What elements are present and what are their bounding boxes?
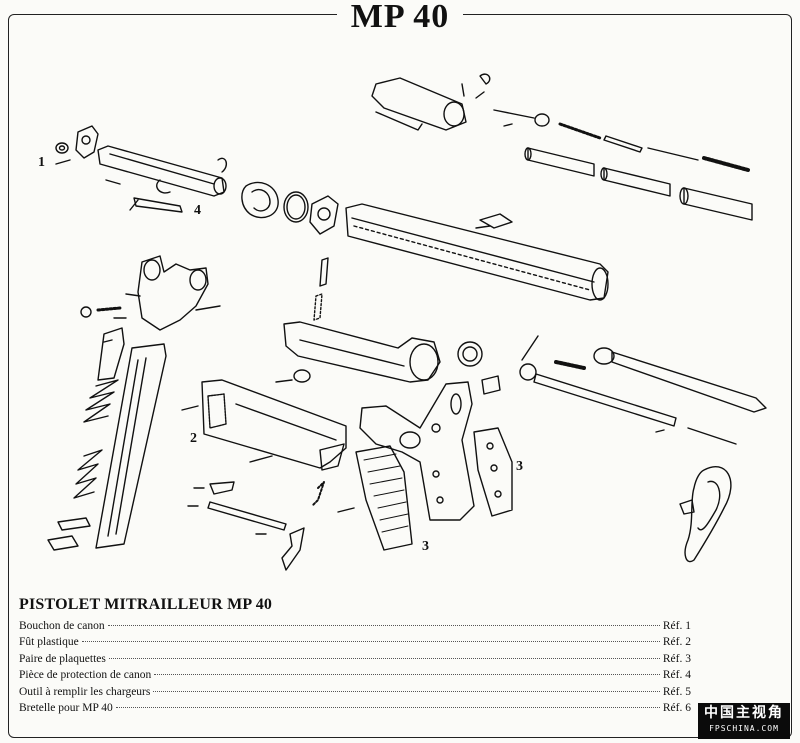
grip-panel-right-part: [473, 427, 513, 517]
magazine-loader-part: [97, 327, 125, 381]
legend-row: Pièce de protection de canon Réf. 4: [19, 669, 691, 685]
legend-ref: Réf. 4: [662, 669, 691, 682]
trigger-housing-part: [283, 257, 441, 383]
barrel-cap-part: [55, 125, 99, 165]
legend-ref: Réf. 1: [662, 620, 691, 632]
legend-row: Fût plastique Réf. 2: [19, 636, 691, 652]
callout-4: 4: [194, 203, 201, 218]
callout-2: 2: [190, 431, 197, 446]
magazine-spring-part: [47, 379, 119, 551]
grip-frame-part: [359, 381, 475, 521]
trigger-part: [187, 481, 325, 571]
magazine-housing-part: [125, 255, 221, 331]
legend-ref: Réf. 6: [662, 701, 691, 714]
legend-part: Bouchon de canon: [19, 620, 105, 632]
legend-ref: Réf. 3: [662, 652, 691, 665]
dot-leader: [107, 625, 660, 626]
dot-leader: [115, 706, 660, 708]
front-ring-part: [241, 181, 339, 235]
dot-leader: [153, 690, 660, 692]
legend-part: Paire de plaquettes: [19, 652, 106, 665]
legend-part: Outil à remplir les chargeurs: [19, 685, 151, 698]
firing-pin-part: [493, 109, 750, 172]
barrel-part: [97, 145, 228, 197]
selector-parts: [457, 341, 501, 395]
magazine-part: [95, 343, 167, 549]
stock-arm-part: [519, 335, 767, 445]
diagram-title: MP 40: [336, 0, 464, 34]
legend-part: Pièce de protection de canon: [19, 669, 152, 682]
recoil-tube-part: [524, 147, 753, 221]
legend-ref: Réf. 2: [662, 636, 691, 649]
legend-heading: PISTOLET MITRAILLEUR MP 40: [19, 596, 273, 613]
exploded-view-drawing: 1 2 3 3 4: [38, 73, 767, 571]
barrel-guard-part: [129, 197, 183, 213]
watermark-url: FPSCHINA.COM: [709, 724, 779, 733]
lower-frame-part: [201, 379, 347, 471]
dot-leader: [154, 674, 660, 676]
legend-part: Fût plastique: [19, 636, 79, 649]
legend-row: Bouchon de canon Réf. 1: [19, 620, 691, 636]
legend-row: Bretelle pour MP 40 Réf. 6: [19, 702, 691, 718]
callout-3-right: 3: [516, 459, 523, 474]
title-bar: MP 40: [0, 0, 800, 34]
legend-row: Outil à remplir les chargeurs Réf. 5: [19, 686, 691, 702]
dot-leader: [81, 641, 660, 643]
bolt-part: [371, 73, 491, 131]
watermark-text: 中国主视角: [704, 705, 784, 721]
site-watermark: 中国主视角 FPSCHINA.COM: [698, 703, 790, 739]
dot-leader: [108, 657, 660, 659]
grip-panel-left-part: [355, 445, 413, 551]
legend-row: Paire de plaquettes Réf. 3: [19, 653, 691, 669]
legend-ref: Réf. 5: [662, 685, 691, 698]
parts-legend: PISTOLET MITRAILLEUR MP 40 Bouchon de ca…: [19, 596, 691, 718]
legend-part: Bretelle pour MP 40: [19, 701, 113, 714]
callout-3-left: 3: [422, 539, 429, 554]
screw-parts: [80, 306, 355, 513]
callout-1: 1: [38, 155, 45, 170]
butt-plate-part: [679, 465, 732, 563]
receiver-tube-part: [345, 203, 609, 301]
